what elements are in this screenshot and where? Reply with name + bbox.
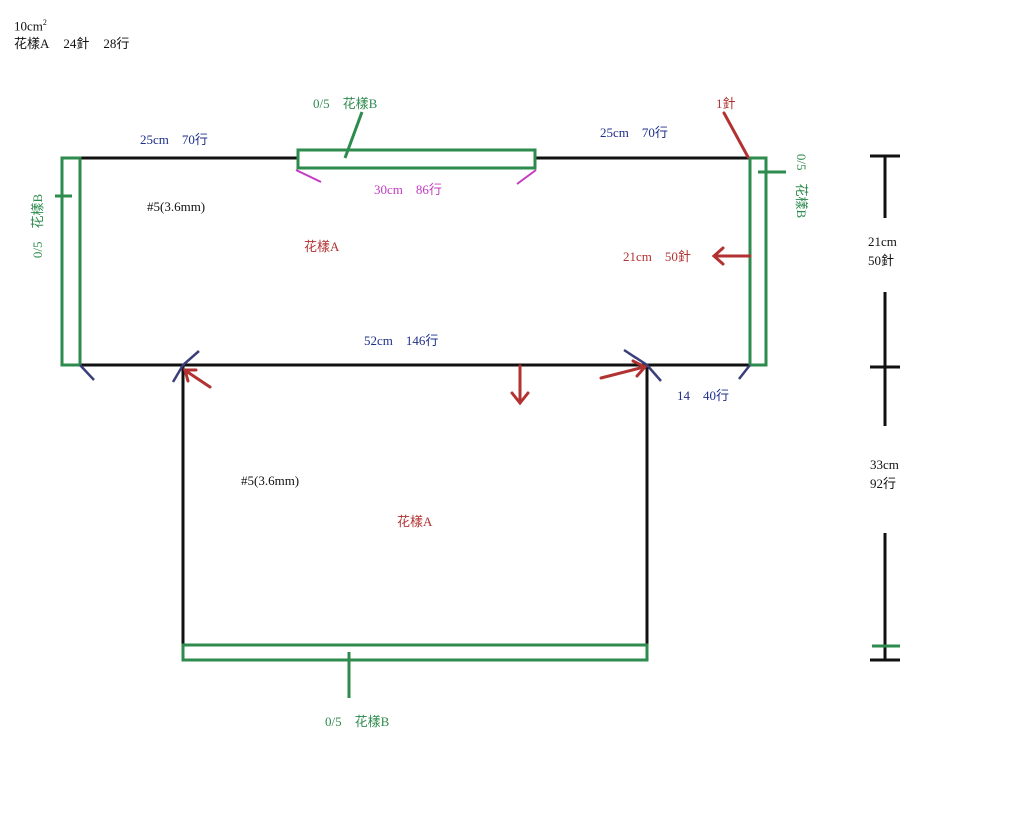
corner-mark-right xyxy=(738,364,751,380)
right-shoulder-label: 25cm 70行 xyxy=(600,125,668,140)
scale-lower-cm: 33cm xyxy=(870,457,899,472)
right-border-label: 0/5 花樣B xyxy=(794,154,809,219)
arrow-left-icon xyxy=(711,246,752,266)
scale-upper-cm: 21cm xyxy=(868,234,897,249)
start-stitch-leader xyxy=(722,111,750,159)
right-border-band xyxy=(748,156,768,367)
labels: 25cm 70行 25cm 70行 0/5 花樣B 30cm 86行 1針 #5… xyxy=(30,96,899,729)
corner-mark-bottom-left xyxy=(171,350,200,383)
hem-border-band xyxy=(181,643,649,662)
bottom-width-label: 52cm 146行 xyxy=(364,333,438,348)
corner-marks xyxy=(79,348,751,383)
top-pattern-label: 花樣A xyxy=(304,239,340,254)
left-shoulder-label: 25cm 70行 xyxy=(140,132,208,147)
direction-arrows xyxy=(183,111,752,406)
arrow-right-icon xyxy=(599,359,648,380)
left-border-band xyxy=(60,156,82,367)
bottom-pattern-label: 花樣A xyxy=(397,514,433,529)
corner-mark-left xyxy=(79,364,95,381)
bottom-piece xyxy=(181,365,649,647)
neck-border xyxy=(296,111,537,170)
neck-tick-left xyxy=(295,169,322,183)
corner-mark-bottom-right xyxy=(623,348,662,382)
side-borders xyxy=(55,156,786,367)
hem-border-label: 0/5 花樣B xyxy=(325,714,390,729)
neck-width-label: 30cm 86行 xyxy=(374,182,442,197)
gauge-size: 10cm2 xyxy=(14,18,47,34)
scale-upper-st: 50針 xyxy=(868,253,894,268)
bottom-needle-label: #5(3.6mm) xyxy=(241,473,299,488)
neck-border-label: 0/5 花樣B xyxy=(313,96,378,111)
neck-border-band xyxy=(296,148,537,170)
arrow-down-icon xyxy=(510,364,530,406)
left-border-label: 0/5 花樣B xyxy=(30,194,45,259)
start-stitch-label: 1針 xyxy=(716,96,736,111)
side-width-label: 21cm 50針 xyxy=(623,249,691,264)
neck-border-leader xyxy=(343,111,364,159)
neck-tick-right xyxy=(516,169,537,185)
scale-lower-rows: 92行 xyxy=(870,476,896,491)
arrow-up-left-icon xyxy=(183,368,212,389)
scale-bar xyxy=(870,154,900,662)
neck-ticks xyxy=(295,169,537,185)
top-needle-label: #5(3.6mm) xyxy=(147,199,205,214)
hem-border xyxy=(181,643,649,698)
pickup-label: 14 40行 xyxy=(677,388,729,403)
